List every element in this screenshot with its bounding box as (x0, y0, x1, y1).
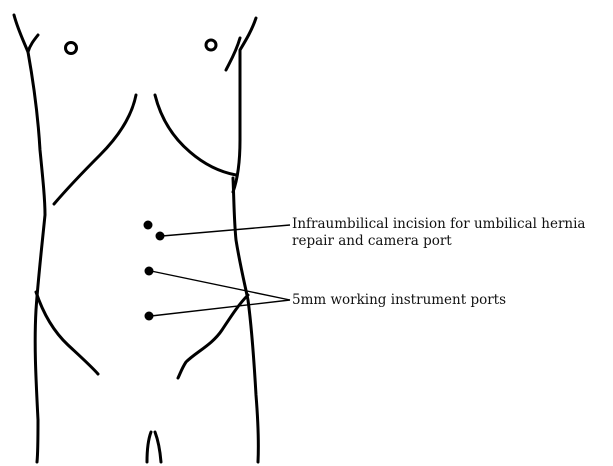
right-flank-outline (233, 178, 258, 462)
camera-port-label: Infraumbilical incision for umbilical he… (292, 216, 585, 250)
left-nipple (66, 43, 77, 54)
left-inguinal-line (36, 292, 98, 374)
camera-port-label-line1: Infraumbilical incision for umbilical he… (292, 216, 585, 233)
right-arm-line (226, 38, 240, 70)
camera-port-label-line2: repair and camera port (292, 233, 585, 250)
right-costal-margin (155, 95, 236, 175)
right-inguinal-line (178, 295, 248, 378)
left-costal-margin (54, 95, 136, 204)
leader-camera-port (162, 225, 290, 236)
left-shoulder-outline (14, 15, 45, 462)
leader-working-port-1 (151, 271, 290, 300)
groin-mark-left (147, 432, 151, 462)
groin-mark-right (155, 432, 161, 462)
right-nipple (206, 40, 216, 50)
leader-working-port-2 (151, 300, 290, 316)
port-marker-upper (144, 221, 153, 230)
working-ports-label: 5mm working instrument ports (292, 292, 506, 309)
left-armpit-line (28, 35, 38, 52)
